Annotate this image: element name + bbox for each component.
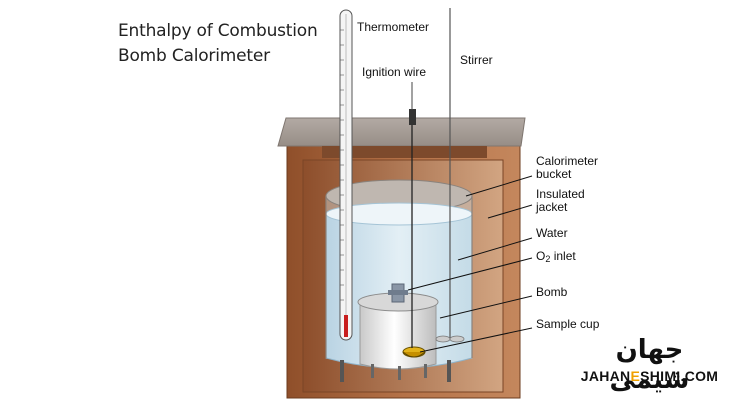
label-ignition-wire: Ignition wire <box>362 65 427 79</box>
label-o2-subscript: 2 <box>545 254 551 264</box>
sample-cup <box>402 346 426 358</box>
leader-water <box>457 237 533 261</box>
title-line-2: Bomb Calorimeter <box>118 46 270 66</box>
logo-arabic-text: جهان شیمی <box>609 335 690 395</box>
stirrer <box>435 8 465 343</box>
label-o2-prefix: O <box>536 249 546 263</box>
logo-english-text: JAHANESHIMI.COM <box>572 368 727 384</box>
leader-lines <box>407 175 533 353</box>
leader-calorimeter-bucket <box>465 175 533 197</box>
label-water: Water <box>536 226 568 240</box>
leader-insulated-jacket <box>487 204 533 219</box>
label-bomb: Bomb <box>536 285 568 299</box>
o2-inlet-valve <box>388 283 408 303</box>
logo-english-highlight: E <box>630 368 641 384</box>
logo-english-part2: SHIMI.COM <box>640 368 719 384</box>
label-calorimeter-bucket: Calorimeter bucket <box>536 155 598 181</box>
label-calorimeter-bucket-line2: bucket <box>536 167 572 181</box>
label-insulated-jacket-line2: jacket <box>536 200 568 214</box>
label-thermometer: Thermometer <box>357 20 430 34</box>
label-calorimeter-bucket-line1: Calorimeter <box>536 154 599 168</box>
label-sample-cup: Sample cup <box>536 317 600 331</box>
leader-sample-cup <box>419 327 533 353</box>
thermometer <box>339 9 353 341</box>
leader-o2-inlet <box>407 257 533 291</box>
title-line-1: Enthalpy of Combustion <box>118 21 318 41</box>
label-insulated-jacket-line1: Insulated <box>536 187 585 201</box>
ignition-wire <box>409 82 416 348</box>
label-o2-inlet: O2 inlet <box>536 250 576 266</box>
label-o2-suffix: inlet <box>550 249 576 263</box>
leader-bomb <box>439 295 533 319</box>
label-stirrer: Stirrer <box>460 53 493 67</box>
label-insulated-jacket: Insulated jacket <box>536 188 585 214</box>
logo-english-part1: JAHAN <box>580 368 631 384</box>
jahaneshimi-logo: جهان شیمی JAHANESHIMI.COM <box>572 335 727 395</box>
